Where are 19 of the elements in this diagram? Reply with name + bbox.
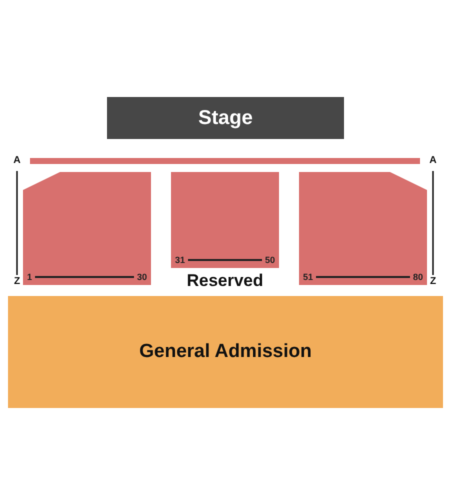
seating-section [171,172,279,268]
section-label: Reserved [186,272,264,289]
seat-number: 80 [412,272,423,282]
seating-row-bar [30,158,420,164]
seat-number: 51 [303,272,314,282]
row-letter: Z [14,277,20,287]
area-name: Stage [198,106,253,130]
general-admission-area [8,296,443,408]
seat-number: 31 [175,255,186,265]
row-letter: A [429,156,437,166]
area-name: General Admission [139,341,312,363]
seat-number: 30 [136,272,147,282]
seating-section [299,172,427,285]
seating-section [23,172,151,285]
stage-box [107,97,344,139]
seat-number: 1 [27,272,32,282]
row-letter: Z [430,277,436,287]
seat-number: 50 [264,255,275,265]
row-letter: A [13,156,21,166]
